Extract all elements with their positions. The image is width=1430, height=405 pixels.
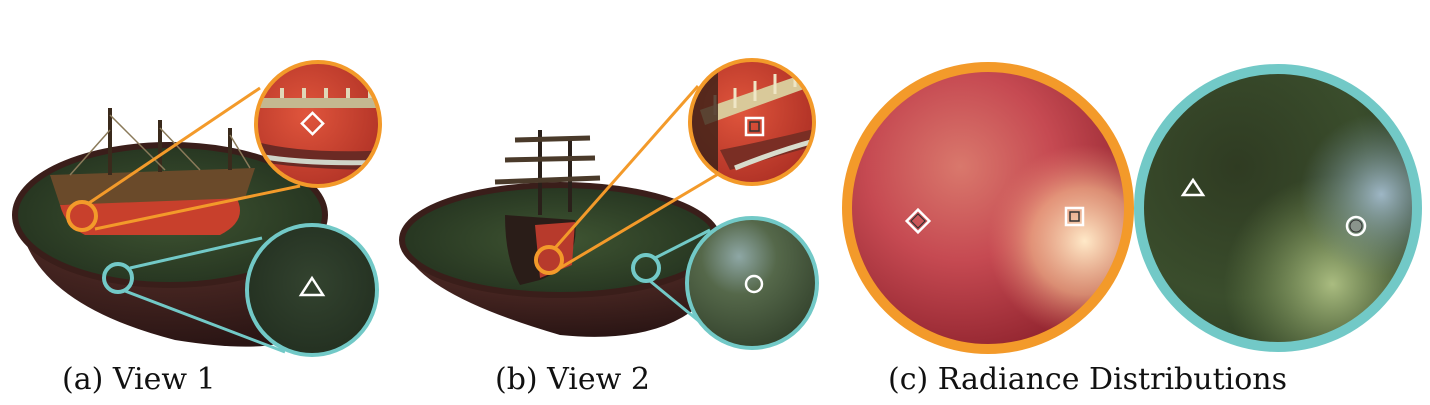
triangle-marker [1180, 177, 1206, 197]
circle-marker [744, 274, 764, 294]
diamond-marker [904, 207, 932, 235]
caption-view1: (a) View 1 [62, 362, 216, 397]
square-marker [1064, 206, 1085, 227]
radiance-green [1134, 64, 1422, 352]
view1-scene [12, 86, 328, 354]
circle-marker [1345, 215, 1367, 237]
view1-sea-zoom [245, 223, 379, 357]
view2-sea-probe [631, 253, 661, 283]
caption-view2: (b) View 2 [495, 362, 650, 397]
view2-ship-probe [534, 245, 564, 275]
caption-radiance: (c) Radiance Distributions [888, 362, 1287, 397]
view1-ship-hull [60, 195, 240, 235]
square-marker [744, 116, 765, 137]
view1-ship-probe [66, 200, 98, 232]
view2-ship-zoom [688, 58, 816, 186]
radiance-red [842, 62, 1134, 354]
view1-sea-probe [102, 262, 134, 294]
view2-scene [399, 85, 726, 337]
diamond-marker [300, 111, 325, 136]
view2-sea-zoom [685, 216, 819, 350]
triangle-marker [298, 275, 326, 297]
